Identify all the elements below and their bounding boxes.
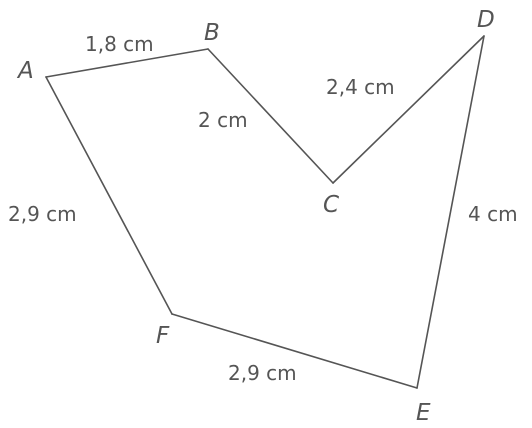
edge-length-fa: 2,9 cm — [8, 202, 77, 226]
edge-length-de: 4 cm — [468, 202, 518, 226]
vertex-label-f: F — [156, 323, 170, 349]
vertex-label-c: C — [323, 192, 339, 218]
edge-length-cd: 2,4 cm — [326, 75, 395, 99]
vertex-label-e: E — [416, 400, 431, 426]
edge-ab — [45, 48, 209, 78]
edge-cd — [332, 35, 485, 184]
edge-fa — [45, 76, 173, 315]
edge-de — [416, 35, 485, 389]
edge-length-ef: 2,9 cm — [228, 361, 297, 385]
edge-ef — [171, 313, 418, 389]
vertex-label-a: A — [16, 58, 34, 84]
vertex-label-b: B — [204, 20, 220, 46]
edge-bc — [207, 48, 334, 184]
edge-length-bc: 2 cm — [198, 108, 248, 132]
edge-length-ab: 1,8 cm — [85, 32, 154, 56]
vertex-label-d: D — [477, 7, 495, 33]
